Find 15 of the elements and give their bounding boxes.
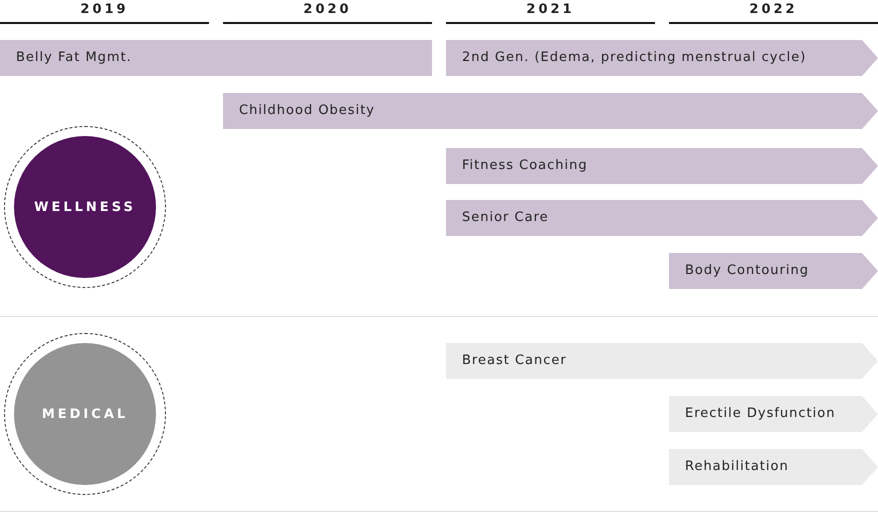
timeline-arrow-bar: Senior Care [446, 200, 878, 236]
timeline-arrow-bar: Rehabilitation [669, 449, 878, 485]
timeline-arrow-bar: Body Contouring [669, 253, 878, 289]
timeline-arrow-bar: Fitness Coaching [446, 148, 878, 184]
timeline-arrow-bar: 2nd Gen. (Edema, predicting menstrual cycle) [446, 40, 878, 76]
year-header: 2022 [669, 2, 878, 24]
timeline-arrow-bar: Erectile Dysfunction [669, 396, 878, 432]
timeline-arrow-bar: Childhood Obesity [223, 93, 878, 129]
year-header: 2019 [0, 2, 209, 24]
year-header: 2021 [446, 2, 655, 24]
category-circle: MEDICAL [4, 333, 166, 495]
timeline-arrow-bar: Breast Cancer [446, 343, 878, 379]
year-header: 2020 [223, 2, 432, 24]
timeline-bar: Belly Fat Mgmt. [0, 40, 432, 76]
category-circle: WELLNESS [4, 126, 166, 288]
